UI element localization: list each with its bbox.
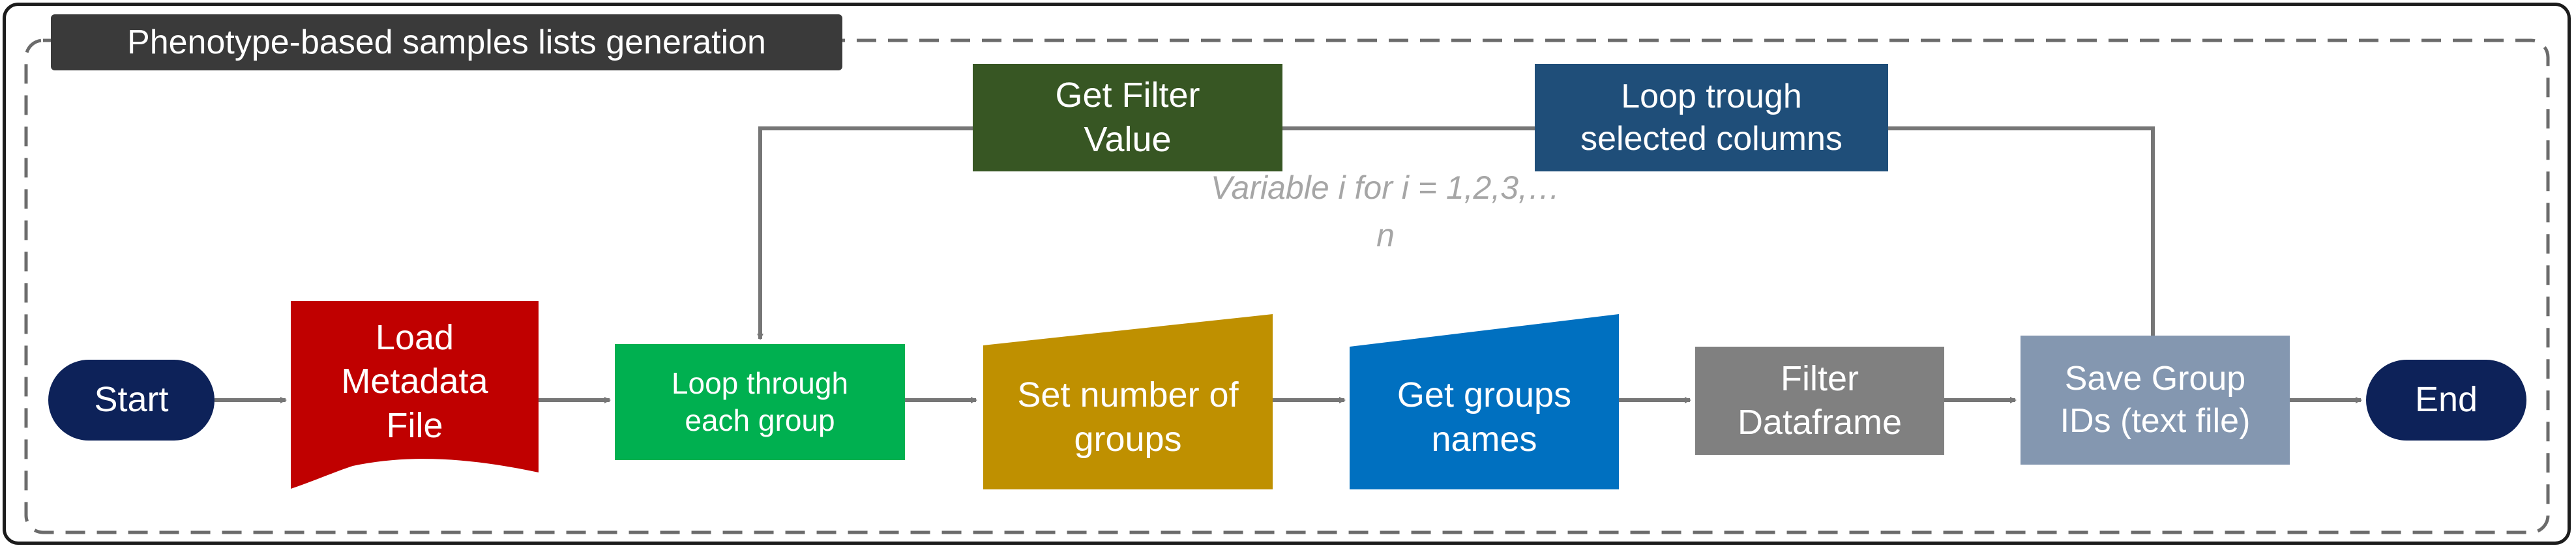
getnames-node-shape — [1350, 314, 1619, 489]
getnames-node-label: Get groups names — [1397, 375, 1572, 459]
loopcols-node-label: Loop trough selected columns — [1580, 77, 1843, 158]
setnumber-node-label: Set number of groups — [1017, 375, 1239, 459]
loop-variable-note-line1: Variable i for i = 1,2,3,… — [1211, 169, 1560, 206]
loop-variable-note: Variable i for i = 1,2,3,… n — [1147, 164, 1623, 259]
loop-group-node-shape — [615, 344, 905, 460]
start-node-shape — [48, 360, 215, 441]
dashed-group-border — [24, 38, 2550, 534]
getfilter-node-shape — [973, 64, 1282, 171]
getfilter-node-label: Get Filter Value — [1055, 76, 1200, 159]
outer-frame — [3, 3, 2571, 545]
end-node-shape — [2366, 360, 2526, 441]
filter-node-label: Filter Dataframe — [1737, 358, 1902, 442]
end-node-label: End — [2414, 380, 2478, 420]
diagram-title: Phenotype-based samples lists generation — [51, 14, 842, 70]
save-node-shape — [2021, 336, 2290, 465]
loop-variable-note-line2: n — [1376, 216, 1395, 253]
load-node-label: Load Metadata File — [341, 317, 488, 445]
loopcols-node-shape — [1535, 64, 1888, 171]
feedback-loop-connector — [757, 126, 2155, 340]
setnumber-node-shape — [983, 314, 1273, 489]
start-node-label: Start — [94, 380, 169, 420]
save-node-label: Save Group IDs (text file) — [2060, 360, 2251, 440]
filter-node-shape — [1695, 347, 1944, 455]
load-node-shape — [291, 301, 539, 489]
loop-group-node-label: Loop through each group — [671, 366, 849, 438]
